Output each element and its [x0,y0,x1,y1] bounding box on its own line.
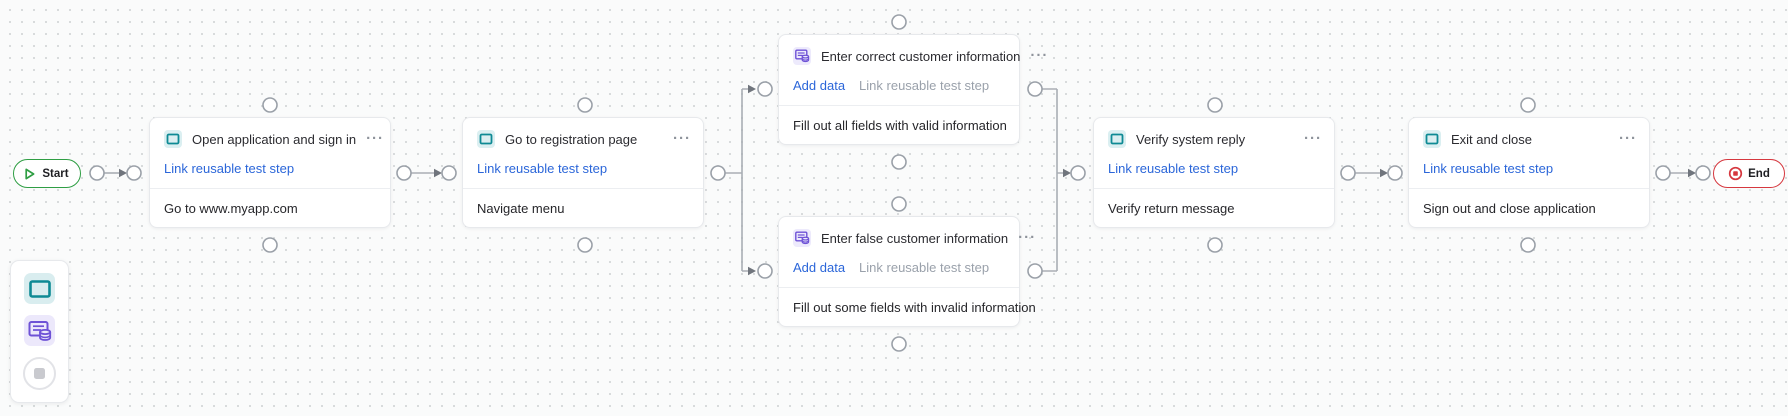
start-label: Start [42,167,69,180]
link-reusable-test-step[interactable]: Link reusable test step [859,78,990,93]
connector-port[interactable] [757,263,773,279]
stop-tool-button [23,357,56,390]
data-table-icon [793,229,811,247]
connector-port[interactable] [126,165,142,181]
more-menu-icon[interactable]: ··· [1619,130,1637,147]
step-description: Sign out and close application [1409,188,1649,227]
connector-port[interactable] [1027,263,1043,279]
more-menu-icon[interactable]: ··· [1030,47,1049,64]
connector-port[interactable] [1070,165,1086,181]
connector-port[interactable] [89,165,105,181]
connector-port[interactable] [891,154,907,170]
connector-port[interactable] [1655,165,1671,181]
link-reusable-test-step[interactable]: Link reusable test step [164,161,295,176]
connector-port[interactable] [1207,237,1223,253]
arrowhead [434,168,442,178]
more-menu-icon[interactable]: ··· [673,130,691,147]
step-description: Navigate menu [463,188,703,227]
stop-square-icon [34,368,45,379]
window-icon [1108,130,1126,148]
add-data-link[interactable]: Add data [793,78,846,93]
end-node[interactable]: End [1713,159,1785,188]
connector-port[interactable] [1695,165,1711,181]
connector-port[interactable] [1027,81,1043,97]
connector-port[interactable] [1520,237,1536,253]
connector-port[interactable] [1387,165,1403,181]
arrowhead [119,168,127,178]
window-icon [1423,130,1441,148]
connector-port[interactable] [262,237,278,253]
link-reusable-test-step[interactable]: Link reusable test step [477,161,608,176]
window-icon [164,130,182,148]
connector-port[interactable] [757,81,773,97]
step-card-exit-and-close[interactable]: Exit and close ··· Link reusable test st… [1408,117,1650,228]
connector-port[interactable] [710,165,726,181]
step-title: Enter false customer information [821,230,1009,246]
edge-split-branch [725,88,748,272]
play-icon [25,168,35,179]
add-data-link[interactable]: Add data [793,260,846,275]
connector-port[interactable] [1207,97,1223,113]
step-card-enter-false-info[interactable]: Enter false customer information ··· Add… [778,216,1036,327]
more-menu-icon[interactable]: ··· [1304,130,1322,147]
step-title: Open application and sign in [192,131,357,147]
stop-icon [1728,166,1743,181]
step-title: Verify system reply [1136,131,1246,147]
step-card-go-to-registration[interactable]: Go to registration page ··· Link reusabl… [462,117,704,228]
link-reusable-test-step[interactable]: Link reusable test step [1423,161,1554,176]
step-card-verify-system-reply[interactable]: Verify system reply ··· Link reusable te… [1093,117,1335,228]
step-card-open-application[interactable]: Open application and sign in ··· Link re… [149,117,391,228]
arrowhead [1688,168,1696,178]
connector-port[interactable] [1340,165,1356,181]
more-menu-icon[interactable]: ··· [1018,229,1037,246]
connector-port[interactable] [441,165,457,181]
link-reusable-test-step[interactable]: Link reusable test step [1108,161,1239,176]
database-icon [28,320,51,341]
connector-port[interactable] [1520,97,1536,113]
step-card-enter-correct-info[interactable]: Enter correct customer information ··· A… [778,34,1047,145]
arrowhead [1063,168,1071,178]
step-description: Fill out all fields with valid informati… [779,105,1019,144]
arrowhead [748,84,756,94]
window-icon [28,279,51,298]
connector-port[interactable] [396,165,412,181]
connector-port[interactable] [891,196,907,212]
start-node[interactable]: Start [13,159,81,188]
data-table-icon [793,47,811,65]
more-menu-icon[interactable]: ··· [366,130,385,147]
step-title: Go to registration page [505,131,638,147]
edge-merge-branch [1042,88,1063,272]
window-icon [477,130,495,148]
window-step-tool-button[interactable] [24,273,55,304]
step-title: Exit and close [1451,131,1532,147]
step-description: Go to www.myapp.com [150,188,390,227]
link-reusable-test-step[interactable]: Link reusable test step [859,260,990,275]
end-label: End [1748,167,1770,180]
connector-port[interactable] [577,237,593,253]
step-description: Verify return message [1094,188,1334,227]
step-title: Enter correct customer information [821,48,1021,64]
connector-port[interactable] [891,14,907,30]
arrowhead [748,266,756,276]
data-step-tool-button[interactable] [24,315,55,346]
arrowhead [1380,168,1388,178]
step-type-toolbar [10,260,69,403]
connector-port[interactable] [262,97,278,113]
connector-port[interactable] [891,336,907,352]
connector-port[interactable] [577,97,593,113]
step-description: Fill out some fields with invalid inform… [779,287,1036,326]
